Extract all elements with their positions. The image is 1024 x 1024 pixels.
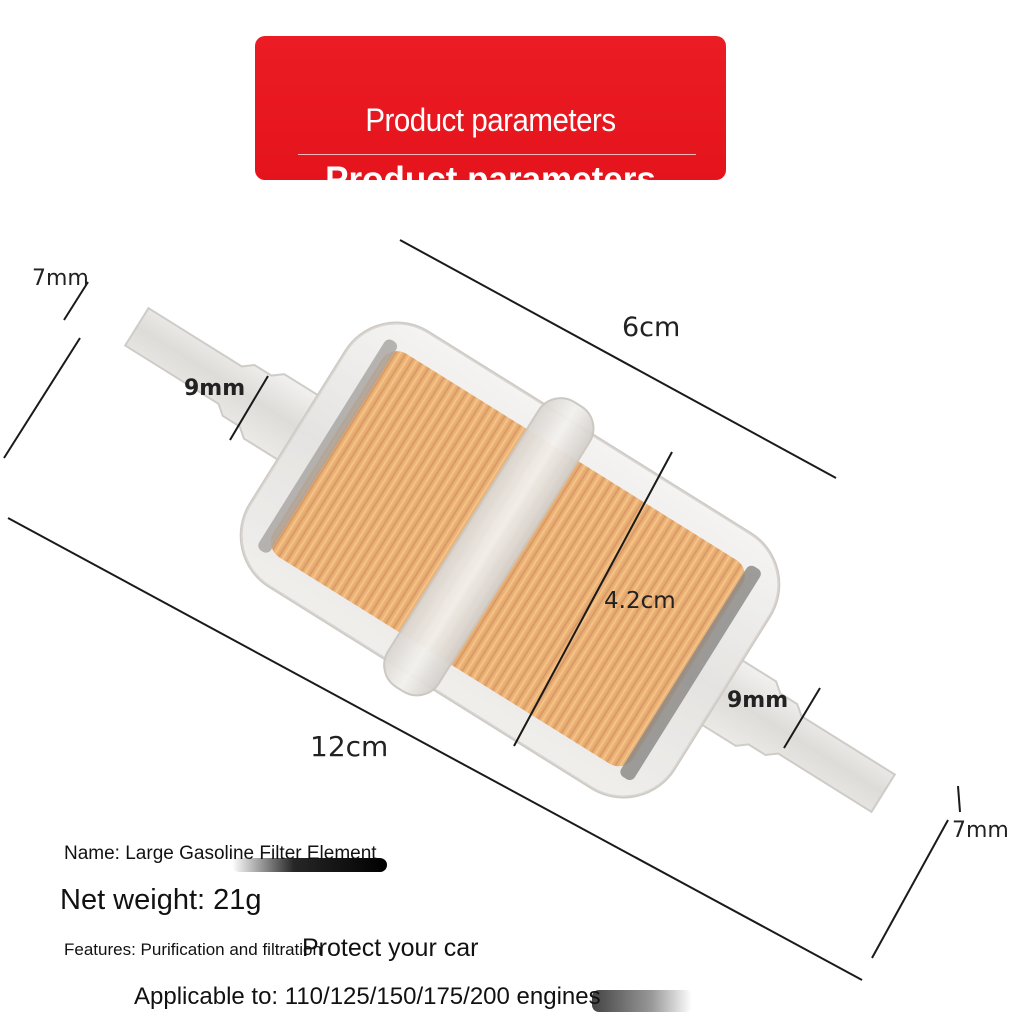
- spec-features-overlay: Protect your car: [302, 934, 479, 962]
- spec-name: Name: Large Gasoline Filter Element: [64, 843, 377, 864]
- filter-body: [123, 306, 897, 814]
- label-total-length: 12cm: [310, 730, 389, 763]
- dim-line-left-9mm: [229, 375, 269, 441]
- label-right-inner: 9mm: [727, 688, 789, 713]
- dim-line-left-7mm: [3, 337, 81, 459]
- middle-ring: [383, 397, 595, 697]
- spec-features: Features: Purification and filtration: [64, 940, 322, 959]
- dim-line-4.2cm: [513, 451, 673, 747]
- dim-line-right-9mm: [783, 687, 821, 749]
- spec-weight: Net weight: 21g: [60, 884, 262, 916]
- header-banner: Product parameters Product parameters: [255, 36, 726, 180]
- banner-title-bold: Product parameters: [325, 160, 656, 180]
- spec-applicable: Applicable to: 110/125/150/175/200 engin…: [134, 983, 601, 1010]
- label-left-inner: 9mm: [184, 376, 246, 401]
- smudge-1: [232, 858, 387, 872]
- smudge-2: [592, 990, 692, 1012]
- label-left-tip: 7mm: [32, 266, 89, 291]
- dim-line-right-7mm: [871, 819, 949, 959]
- label-body-length: 6cm: [622, 312, 681, 343]
- banner-title-thin: Product parameters: [365, 102, 616, 138]
- dim-line-6cm: [399, 239, 837, 479]
- banner-divider: [298, 154, 696, 155]
- label-diameter: 4.2cm: [604, 588, 676, 614]
- dimension-lines: [3, 239, 961, 981]
- dim-line-12cm: [7, 517, 863, 981]
- label-right-tip: 7mm: [952, 818, 1009, 843]
